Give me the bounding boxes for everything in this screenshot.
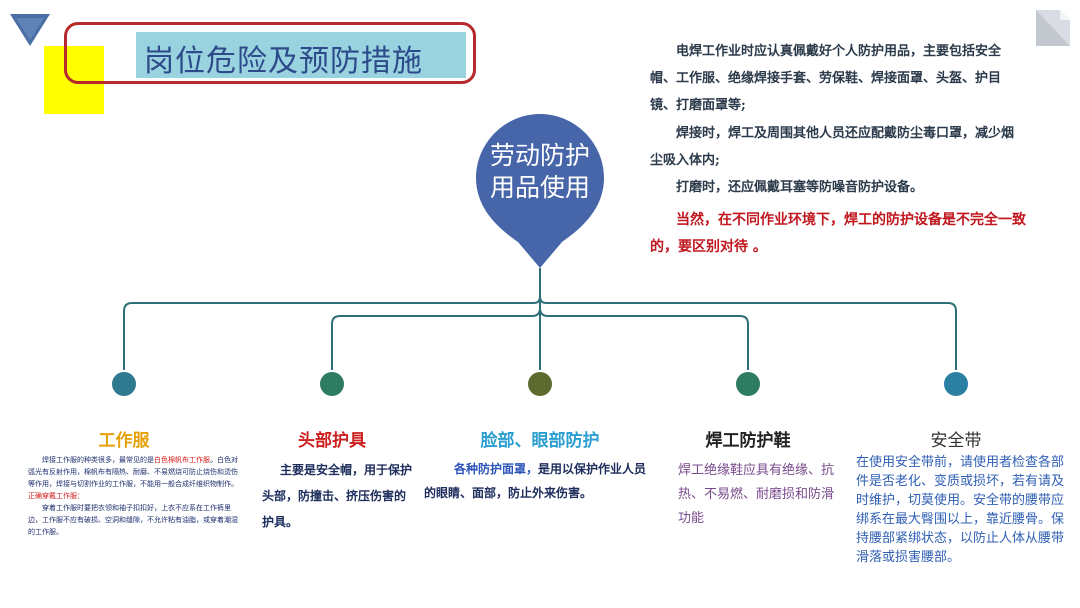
page-title: 岗位危险及预防措施 [144,44,423,79]
branch-desc-head-protection: 主要是安全帽，用于保护头部，防撞击、挤压伤害的护具。 [262,463,413,529]
work-clothes-text-highlight: 白色棉帆布工作服 [154,456,210,464]
branch-title-welding-shoes: 焊工防护鞋 [705,431,791,451]
intro-paragraph-1: 电焊工作业时应认真佩戴好个人防护用品，主要包括安全帽、工作服、绝缘焊接手套、劳保… [650,44,1002,113]
corner-triangle-icon [10,14,50,46]
dot-work-clothes [112,372,136,396]
face-eye-text-b: 是用以保护作业人员的眼睛、面部，防止外来伤害。 [424,462,647,500]
branch-desc-work-clothes: 焊接工作服的种类很多，最常见的是白色棉帆布工作服。白色对弧光有反射作用，棉帆布有… [28,454,238,538]
page-curl-icon [1036,10,1070,46]
work-clothes-text-c: 。白色对弧光有反射作用，棉帆布有隔热、耐磨、不易燃烧可防止烧伤和烫伤等作用，焊接… [28,456,238,488]
work-clothes-text-d: 不能用一般合成纤维织物制作。 [140,480,238,488]
center-label-line1: 劳动防护 [489,141,590,170]
dot-welding-shoes [736,372,760,396]
branch-title-work-clothes: 工作服 [98,431,150,451]
branch-title-head-protection: 头部护具 [298,431,366,451]
intro-paragraph-2: 焊接时，焊工及周围其他人员还应配戴防尘毒口罩，减少烟尘吸入体内; [650,126,1015,168]
center-label: 劳动防护 用品使用 [476,140,604,204]
branch-title-face-eye-protection: 脸部、眼部防护 [480,431,600,451]
intro-paragraph-highlight: 当然，在不同作业环境下，焊工的防护设备是不完全一致的，要区别对待 。 [650,212,1026,255]
branch-desc-face-eye-protection: 各种防护面罩，是用以保护作业人员的眼睛、面部，防止外来伤害。 [424,457,654,505]
branch-desc-welding-shoes: 焊工绝缘鞋应具有绝缘、抗热、不易燃、耐磨损和防滑功能 [678,463,835,526]
center-label-line2: 用品使用 [489,173,590,202]
dot-safety-belt [944,372,968,396]
title-background [136,32,466,78]
branch-title-safety-belt: 安全带 [930,431,982,451]
connector-line-safety-belt [539,295,957,370]
face-eye-text-a: 各种防护面罩， [454,462,539,476]
center-pin-shape [476,114,604,268]
work-clothes-text-p3: 穿着工作服时要把衣领和袖子扣扣好，上衣不应系在工作裤里边，工作服不应有破损、空洞… [28,504,238,536]
connector-line-work-clothes [123,295,541,370]
dot-head-protection [320,372,344,396]
branch-desc-safety-belt: 在使用安全带前，请使用者检查各部件是否老化、变质或损坏，若有请及时维护，切莫使用… [856,455,1065,565]
connector-line-head-protection [331,307,541,370]
dot-face-eye-protection [528,372,552,396]
intro-paragraph-3: 打磨时，还应佩戴耳塞等防噪音防护设备。 [676,180,924,195]
connector-line-welding-shoes [539,307,749,370]
work-clothes-subheading: 正确穿戴工作服： [28,492,84,500]
title-frame [64,22,476,84]
work-clothes-text-a: 焊接工作服的种类很多，最常见的是 [42,456,154,464]
